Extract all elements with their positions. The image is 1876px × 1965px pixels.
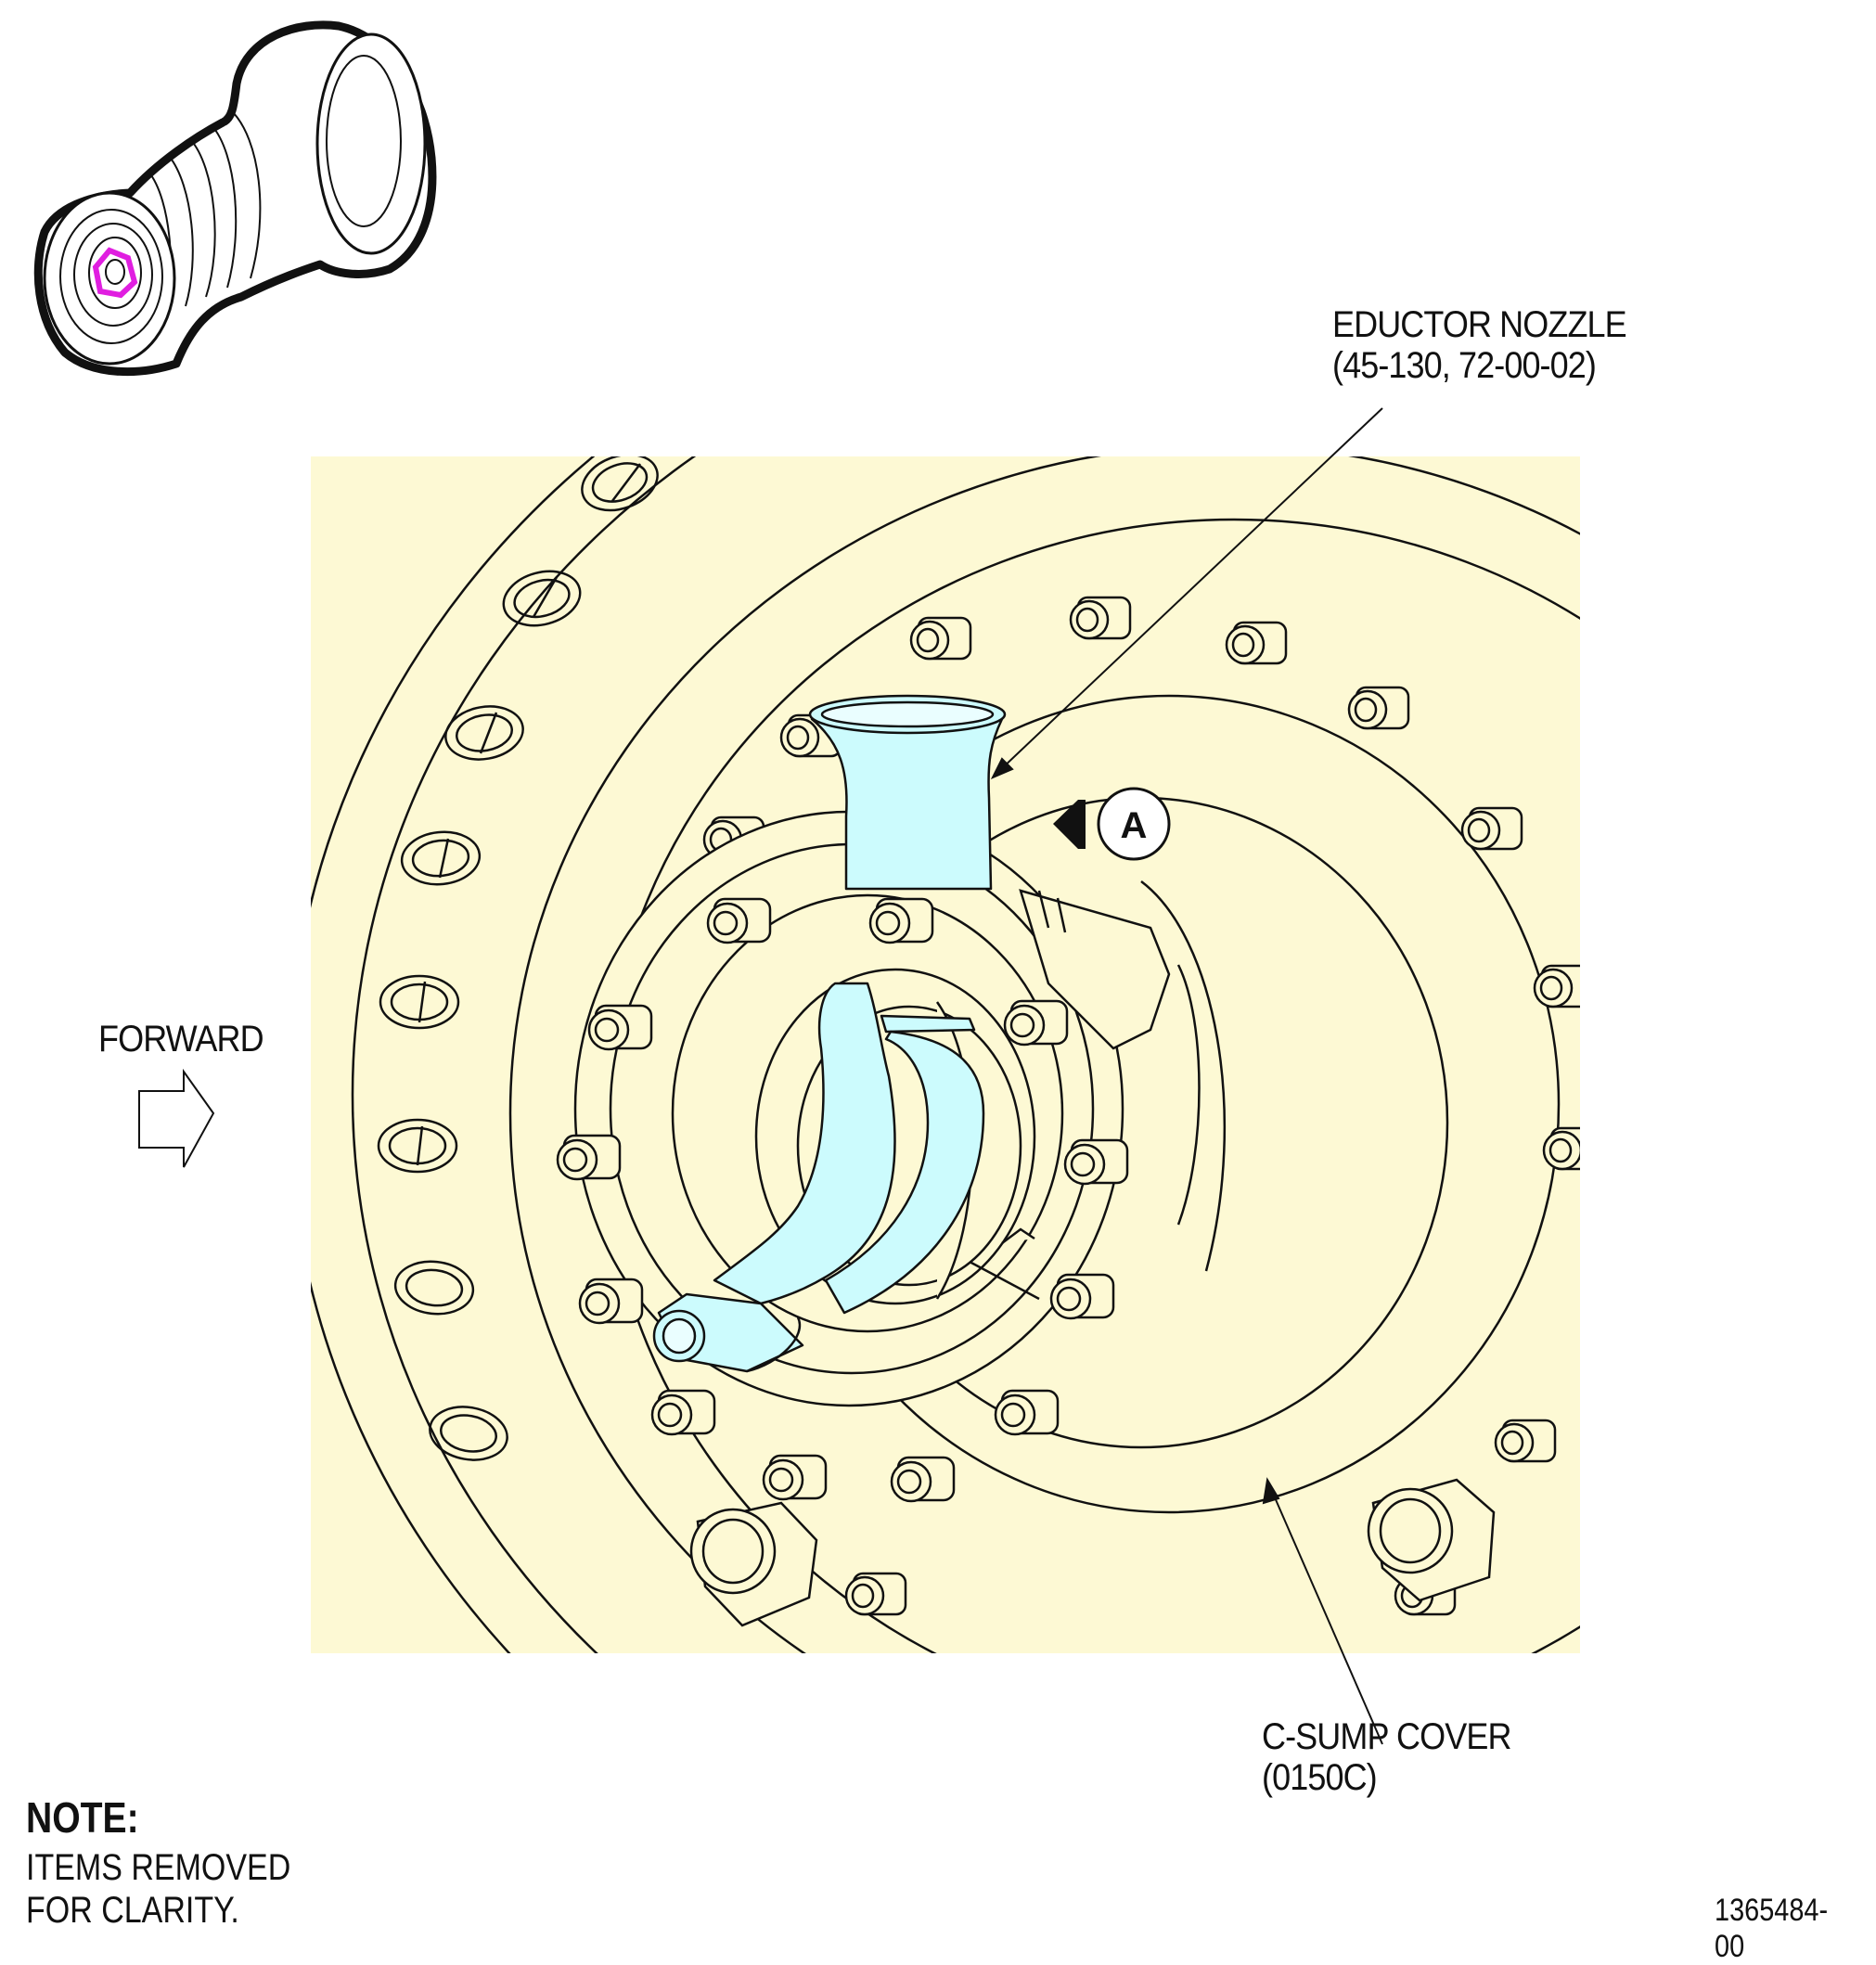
eductor-nozzle [652, 694, 1007, 1373]
nozzle-bracket [1019, 889, 1171, 1050]
c-sump-cover-name: C-SUMP COVER [1262, 1716, 1511, 1757]
view-arrow-icon [1053, 800, 1086, 849]
engine-locator-thumbnail [33, 20, 437, 377]
eductor-nozzle-ref: (45-130, 72-00-02) [1332, 345, 1597, 386]
fitting-left [689, 1501, 818, 1627]
adapter-flange-bolts [556, 897, 1129, 1503]
locator-marker-icon [92, 247, 138, 299]
note-line-2: FOR CLARITY. [26, 1890, 239, 1931]
c-sump-cover-label: C-SUMP COVER (0150C) [1262, 1716, 1511, 1798]
view-marker-a: A [1053, 787, 1171, 861]
svg-text:A: A [1121, 805, 1148, 846]
fitting-right [1367, 1478, 1496, 1602]
forward-label: FORWARD [98, 1019, 264, 1060]
note-text: ITEMS REMOVED FOR CLARITY. [26, 1846, 290, 1932]
c-sump-cover-ref: (0150C) [1262, 1757, 1378, 1798]
forward-arrow-icon [138, 1068, 215, 1168]
eductor-nozzle-label: EDUCTOR NOZZLE (45-130, 72-00-02) [1332, 304, 1627, 386]
outer-flange-holes [377, 456, 659, 1461]
figure-id: 1365484-00 [1715, 1893, 1829, 1964]
note-line-1: ITEMS REMOVED [26, 1847, 291, 1888]
eductor-nozzle-name: EDUCTOR NOZZLE [1332, 304, 1627, 345]
leader-lines [990, 407, 1383, 1745]
note-heading: NOTE: [26, 1793, 139, 1842]
